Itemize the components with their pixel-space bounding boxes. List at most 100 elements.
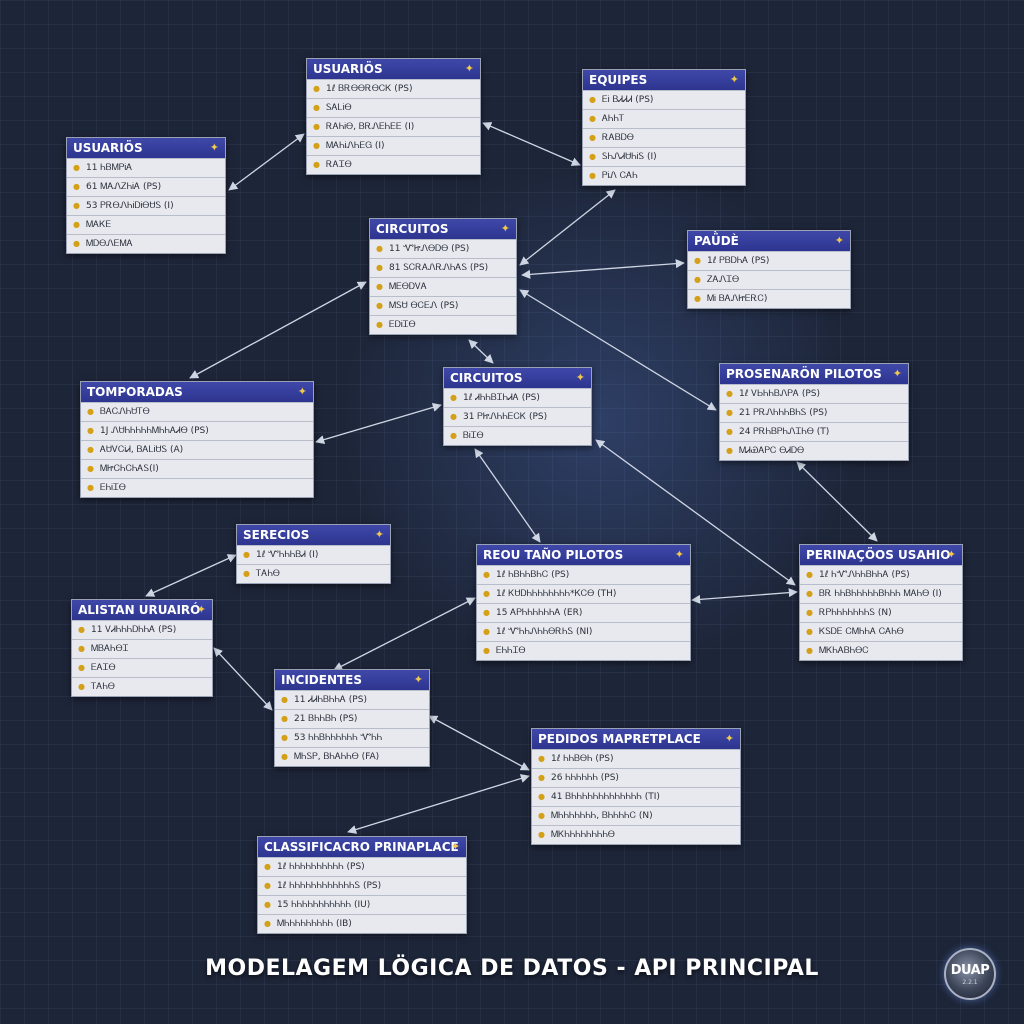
- key-icon: ✦: [834, 234, 844, 247]
- field-row[interactable]: ●ᎷᏂᏂᏂᏂᏂᏂᏂ, ᏴᏂᏂᏂᏂᏟ (N): [532, 806, 740, 825]
- entity-header[interactable]: SERECIOS✦: [237, 525, 390, 545]
- field-row[interactable]: ●ᎬᎥ ᏴᏗᏗᏗ (PS): [583, 90, 745, 109]
- entity-table[interactable]: CIRCUITOS✦●1ℓ ᏗᏂᏂᏴᏆᏂᏗᎪ (PS)●31 ᏢᏥᏁᏂᏂᎬᏟᏦ …: [443, 367, 592, 446]
- entity-table[interactable]: INCIDENTES✦●11 ᏗᏗᏂᏴᏂᏂᎪ (PS)●21 ᏴᏂᏂᏴᏂ (PS…: [274, 669, 430, 767]
- entity-header[interactable]: ALISTAN URUAIRÓ✦: [72, 600, 212, 620]
- field-row[interactable]: ●ᎷᏦᏂᎪᏴᏂᎾᏟ: [800, 641, 962, 660]
- field-row[interactable]: ●31 ᏢᏥᏁᏂᏂᎬᏟᏦ (PS): [444, 407, 591, 426]
- field-row[interactable]: ●ᎬᏂᏂᏆᎾ: [477, 641, 690, 660]
- field-row[interactable]: ●53 ᏂᏂᏴᏂᏂᏂᏂᏂᏂ ᏉᏂᏂ: [275, 728, 429, 747]
- field-row[interactable]: ●24 ᏢᎡᏂᏴᏢᏂᏁᏆᏂᎾ (T): [720, 422, 908, 441]
- entity-table[interactable]: PAǛDÈ✦●1ℓ ᏢᏴᎠᏂᎪ (PS)●ᏃᎪᏁᏆᎾ●ᎷᎥ ᏴᎪᏁᏥᎬᎡᏟ): [687, 230, 851, 309]
- field-row[interactable]: ●11 ᏂᏴᎷᏢᎥᎪ: [67, 158, 225, 177]
- key-icon: ●: [264, 919, 271, 928]
- field-row[interactable]: ●ᎷᎬᎾᎠᏙᎪ: [370, 277, 516, 296]
- field-row[interactable]: ●ᎬᎪᏆᎾ: [72, 658, 212, 677]
- entity-header[interactable]: PEDIDOS MAPRETPLACE✦: [532, 729, 740, 749]
- field-row[interactable]: ●81 ᏚᏟᎡᎪᏁᎡᏁᏂᎪᏚ (PS): [370, 258, 516, 277]
- field-row[interactable]: ●ᎷᏥᏟᏂᏟᏂᎪᏚ(I): [81, 459, 313, 478]
- field-row[interactable]: ●ᎷᏗᏯᎪᏢᏟ ᎾᏗᎠᎾ: [720, 441, 908, 460]
- entity-header[interactable]: INCIDENTES✦: [275, 670, 429, 690]
- entity-header[interactable]: USUARIÖS✦: [307, 59, 480, 79]
- field-row[interactable]: ●ᎷᎥ ᏴᎪᏁᏥᎬᎡᏟ): [688, 289, 850, 308]
- field-row[interactable]: ●1ℓ ᏙᏏᏂᏂᏴᏁᏢᎪ (PS): [720, 384, 908, 403]
- entity-table[interactable]: CIRCUITOS✦●11 ᏉᏥᏁᎾᎠᎾ (PS)●81 ᏚᏟᎡᎪᏁᎡᏁᏂᎪᏚ …: [369, 218, 517, 335]
- field-row[interactable]: ●ᎡᎪᏂᎥᎾ, ᏴᎡᏁᎬᏂᎬᎬ (I): [307, 117, 480, 136]
- entity-header[interactable]: PERINAÇÖOS USAHIO✦: [800, 545, 962, 565]
- entity-table[interactable]: PROSENARÖN PILOTOS✦●1ℓ ᏙᏏᏂᏂᏴᏁᏢᎪ (PS)●21 …: [719, 363, 909, 461]
- field-row[interactable]: ●15 ᏂᏂᏂᏂᏂᏂᏂᏂᏂᏂᏂ (IU): [258, 895, 466, 914]
- field-row[interactable]: ●1ℓ ᏂᏂᏴᎾᏂ (PS): [532, 749, 740, 768]
- field-row[interactable]: ●1ℓ ᏉᏂᏂᏁᏂᏂᎾᎡᏂᏚ (NI): [477, 622, 690, 641]
- field-row[interactable]: ●ᎷᏦᏂᏂᏂᏂᏂᏂᏂᏂᎾ: [532, 825, 740, 844]
- entity-header[interactable]: EQUIPES✦: [583, 70, 745, 90]
- field-row[interactable]: ●ᎢᎪᏂᎾ: [72, 677, 212, 696]
- field-row[interactable]: ●11 ᏗᏗᏂᏴᏂᏂᎪ (PS): [275, 690, 429, 709]
- field-row[interactable]: ●1ℓ ᏗᏂᏂᏴᏆᏂᏗᎪ (PS): [444, 388, 591, 407]
- field-row[interactable]: ●ᎡᎪᏴᎠᎾ: [583, 128, 745, 147]
- field-row[interactable]: ●11 ᏙᏗᏂᏂᏂᎠᏂᏂᎪ (PS): [72, 620, 212, 639]
- field-row[interactable]: ●ᏚᏂᏁᏗᏌᏂᎥᏚ (I): [583, 147, 745, 166]
- field-row[interactable]: ●1ℓ ᏂᏂᏂᏂᏂᏂᏂᏂᏂᏂᏂᏂᏚ (PS): [258, 876, 466, 895]
- field-row[interactable]: ●ᏃᎪᏁᏆᎾ: [688, 270, 850, 289]
- entity-header[interactable]: CIRCUITOS✦: [444, 368, 591, 388]
- field-row[interactable]: ●53 ᏢᎡᎾᏁᏂᎥᎠᎥᎾᏌᏚ (I): [67, 196, 225, 215]
- field-row[interactable]: ●1ℓ ᏦᏌᎠᏂᏂᏂᏂᏂᏂᏂᏂ*ᏦᏟᎾ (TH): [477, 584, 690, 603]
- field-row[interactable]: ●21 ᏢᎡᏁᏂᏂᏂᏴᏂᏚ (PS): [720, 403, 908, 422]
- entity-header[interactable]: PAǛDÈ✦: [688, 231, 850, 251]
- field-row[interactable]: ●1ℓ ᏂᏴᏂᏂᏴᏂᏟ (PS): [477, 565, 690, 584]
- field-row[interactable]: ●ᏦᏚᎠᎬ ᏟᎷᏂᏂᎪ ᏟᎪᏂᎾ: [800, 622, 962, 641]
- entity-header[interactable]: USUARIÖS✦: [67, 138, 225, 158]
- entity-title: PROSENARÖN PILOTOS: [726, 367, 882, 381]
- entity-header[interactable]: TOMPORADAS✦: [81, 382, 313, 402]
- field-row[interactable]: ●ᎷᏂᏚᏢ, ᏴᏂᎪᏂᏂᎾ (FA): [275, 747, 429, 766]
- field-row[interactable]: ●ᎷᎪᏦᎬ: [67, 215, 225, 234]
- field-row[interactable]: ●ᎷᏴᎪᏂᎾᏆ: [72, 639, 212, 658]
- entity-table[interactable]: USUARIÖS✦●1ℓ ᏴᎡᎾᎾᎡᎾᏟᏦ (PS)●ᏚᎪᏞᎥᎾ●ᎡᎪᏂᎥᎾ, …: [306, 58, 481, 175]
- field-row[interactable]: ●15 ᎪᏢᏂᏂᏂᏂᏂᏂᎪ (ER): [477, 603, 690, 622]
- field-row[interactable]: ●ᏚᎪᏞᎥᎾ: [307, 98, 480, 117]
- field-row[interactable]: ●ᎡᏢᏂᏂᏂᏂᏂᏂᏂᏚ (N): [800, 603, 962, 622]
- entity-table[interactable]: USUARIÖS✦●11 ᏂᏴᎷᏢᎥᎪ●61 ᎷᎪᏁᏃᏂᎥᎪ (PS)●53 Ꮲ…: [66, 137, 226, 254]
- field-row[interactable]: ●61 ᎷᎪᏁᏃᏂᎥᎪ (PS): [67, 177, 225, 196]
- entity-table[interactable]: PERINAÇÖOS USAHIO✦●1ℓ ᏂᏉᏁᏂᏂᏴᏂᏂᎪ (PS)●ᏴᎡ …: [799, 544, 963, 661]
- field-row[interactable]: ●ᎢᎪᏂᎾ: [237, 564, 390, 583]
- entity-table[interactable]: SERECIOS✦●1ℓ ᏉᏂᏂᏂᏴᏗ (I)●ᎢᎪᏂᎾ: [236, 524, 391, 584]
- field-row[interactable]: ●21 ᏴᏂᏂᏴᏂ (PS): [275, 709, 429, 728]
- field-row[interactable]: ●1ℓ ᏴᎡᎾᎾᎡᎾᏟᏦ (PS): [307, 79, 480, 98]
- entity-table[interactable]: CLASSIFICACRO PRINAPLACE✦●1ℓ ᏂᏂᏂᏂᏂᏂᏂᏂᏂᏂ …: [257, 836, 467, 934]
- field-row[interactable]: ●ᏴᎥᏆᎾ: [444, 426, 591, 445]
- field-row[interactable]: ●1ℓ ᏢᏴᎠᏂᎪ (PS): [688, 251, 850, 270]
- field-row[interactable]: ●ᎪᏌᏙᏟᎥᏗ, ᏴᎪᏞᎥᏌᏚ (A): [81, 440, 313, 459]
- field-label: ᏚᏂᏁᏗᏌᏂᎥᏚ (I): [601, 152, 657, 162]
- field-row[interactable]: ●ᎪᏂᏂᎢ: [583, 109, 745, 128]
- field-row[interactable]: ●ᎬᎠᎥᏆᎾ: [370, 315, 516, 334]
- key-icon: ●: [376, 263, 383, 272]
- entity-header[interactable]: CLASSIFICACRO PRINAPLACE✦: [258, 837, 466, 857]
- field-row[interactable]: ●ᎷᏂᏂᏂᏂᏂᏂᏂᏂᏂ (IB): [258, 914, 466, 933]
- field-row[interactable]: ●41 ᏴᏂᏂᏂᏂᏂᏂᏂᏂᏂᏂᏂᏂᏂ (TI): [532, 787, 740, 806]
- field-row[interactable]: ●1ℓ ᏂᏉᏁᏂᏂᏴᏂᏂᎪ (PS): [800, 565, 962, 584]
- field-row[interactable]: ●1ℓ ᏂᏂᏂᏂᏂᏂᏂᏂᏂᏂ (PS): [258, 857, 466, 876]
- field-row[interactable]: ●ᏴᎪᏟᏁᏂᏌᎢᎾ: [81, 402, 313, 421]
- field-row[interactable]: ●11 ᏉᏥᏁᎾᎠᎾ (PS): [370, 239, 516, 258]
- entity-table[interactable]: ALISTAN URUAIRÓ✦●11 ᏙᏗᏂᏂᏂᎠᏂᏂᎪ (PS)●ᎷᏴᎪᏂᎾ…: [71, 599, 213, 697]
- entity-header[interactable]: REOU TAÑO PILOTOS✦: [477, 545, 690, 565]
- entity-table[interactable]: TOMPORADAS✦●ᏴᎪᏟᏁᏂᏌᎢᎾ●1J ᏁᏌᏂᏂᏂᏂᏂᎷᏂᏂᎪᏗᎾ (P…: [80, 381, 314, 498]
- field-row[interactable]: ●ᎬᏂᎥᏆᎾ: [81, 478, 313, 497]
- entity-header[interactable]: PROSENARÖN PILOTOS✦: [720, 364, 908, 384]
- entity-table[interactable]: EQUIPES✦●ᎬᎥ ᏴᏗᏗᏗ (PS)●ᎪᏂᏂᎢ●ᎡᎪᏴᎠᎾ●ᏚᏂᏁᏗᏌᏂᎥ…: [582, 69, 746, 186]
- field-row[interactable]: ●ᏴᎡ ᏂᏂᏴᏂᏂᏂᏂᏂᏴᏂᏂᏂ ᎷᎪᏂᎾ (I): [800, 584, 962, 603]
- field-row[interactable]: ●1ℓ ᏉᏂᏂᏂᏴᏗ (I): [237, 545, 390, 564]
- entity-table[interactable]: PEDIDOS MAPRETPLACE✦●1ℓ ᏂᏂᏴᎾᏂ (PS)●26 ᏂᏂ…: [531, 728, 741, 845]
- field-row[interactable]: ●ᏢᎥᏁ ᏟᎪᏂ: [583, 166, 745, 185]
- field-label: ᎷᏥᏟᏂᏟᏂᎪᏚ(I): [99, 464, 159, 474]
- field-row[interactable]: ●ᎷᎠᎾᏁᎬᎷᎪ: [67, 234, 225, 253]
- field-row[interactable]: ●ᎷᎪᏂᎥᏁᏂᎬᏀ (I): [307, 136, 480, 155]
- entity-header[interactable]: CIRCUITOS✦: [370, 219, 516, 239]
- field-row[interactable]: ●ᎷᏚᏌ ᎾᏟᎬᏁ (PS): [370, 296, 516, 315]
- field-row[interactable]: ●1J ᏁᏌᏂᏂᏂᏂᏂᎷᏂᏂᎪᏗᎾ (PS): [81, 421, 313, 440]
- field-row[interactable]: ●26 ᏂᏂᏂᏂᏂᏂ (PS): [532, 768, 740, 787]
- entity-table[interactable]: REOU TAÑO PILOTOS✦●1ℓ ᏂᏴᏂᏂᏴᏂᏟ (PS)●1ℓ ᏦᏌ…: [476, 544, 691, 661]
- field-row[interactable]: ●ᎡᎪᏆᎾ: [307, 155, 480, 174]
